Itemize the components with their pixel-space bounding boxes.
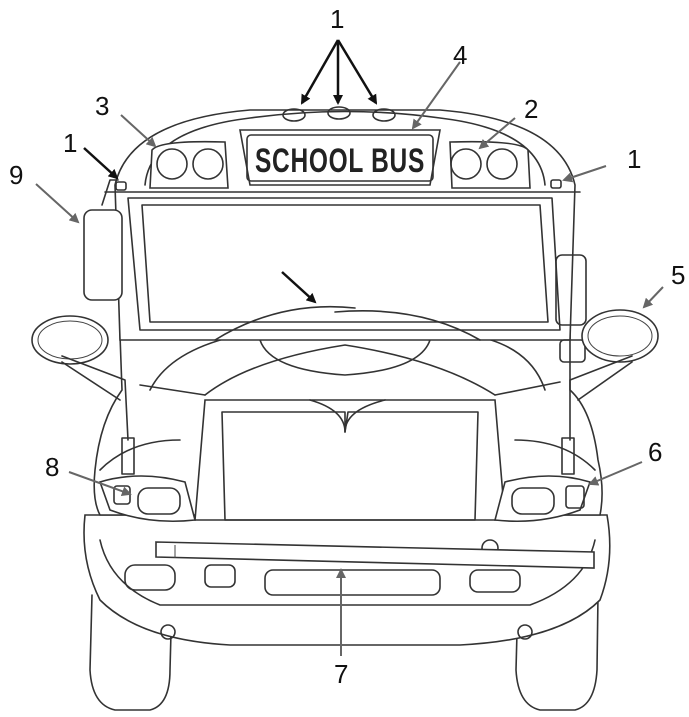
callout-crossing-arm: 7 [334,659,348,689]
grille [195,400,505,520]
callout-sign: 4 [453,40,467,70]
left-warning-lights [150,142,228,188]
callout-left-marker: 1 [63,128,77,158]
callout-left-mirror: 9 [9,160,23,190]
right-warning-lights [450,142,530,188]
front-bumper [84,515,610,645]
school-bus-sign: SCHOOL BUS [255,142,425,180]
callout-left-turn-signal: 8 [45,452,59,482]
callout-right-turn-signal: 6 [648,437,662,467]
callout-left-warning-lights: 3 [95,91,109,121]
callout-roof-lights: 1 [330,4,344,34]
callout-right-marker: 1 [627,144,641,174]
callout-right-warning-lights: 2 [524,94,538,124]
callout-right-mirror: 5 [671,260,685,290]
